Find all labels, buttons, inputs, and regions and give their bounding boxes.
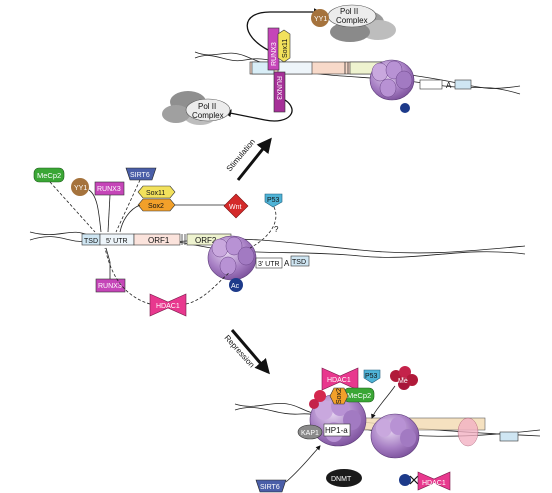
dnmt-oval (326, 469, 362, 487)
svg-text:Wnt: Wnt (229, 204, 242, 211)
utr3-box (255, 257, 283, 269)
a-label-top: A (446, 81, 452, 90)
sox11-hex-top (277, 29, 291, 63)
tsd-right-box (290, 255, 310, 267)
wnt-diamond-mid (223, 193, 249, 219)
svg-text:?: ? (274, 225, 279, 234)
svg-text:Pol II: Pol II (340, 7, 358, 16)
hdac1-bowtie-low (417, 471, 451, 491)
svg-text:Ac: Ac (231, 283, 240, 290)
runx3-tag-mid (94, 181, 125, 196)
runx3-tag-below (95, 278, 126, 293)
svg-text:Sox2: Sox2 (148, 203, 164, 210)
svg-text:RUNX3: RUNX3 (98, 283, 122, 290)
sirt6-tag-mid (125, 167, 157, 181)
middle-panel: TSD 5' UTR ORF1 ORF2 3' UTR A TSD MeCp2 … (29, 167, 526, 317)
pol-complex-right: Pol II Complex (327, 4, 396, 42)
top-panel: A RUNX3 Sox11 RUNX3 Pol II (162, 4, 521, 125)
ac-circle-mid (229, 278, 243, 292)
svg-text:Sox11: Sox11 (282, 39, 289, 58)
arrow-to-left-complex (223, 99, 293, 122)
svg-text:Pol II: Pol II (198, 102, 216, 111)
svg-text:ORF1: ORF1 (148, 236, 170, 245)
svg-text:YY1: YY1 (314, 16, 327, 23)
svg-text:P53: P53 (365, 373, 378, 380)
pol-complex-left: Pol II Complex (162, 91, 231, 125)
svg-text:YY1: YY1 (74, 185, 87, 192)
nucleosome-top (369, 59, 415, 113)
p53-tag-mid (264, 193, 283, 208)
svg-text:SIRT6: SIRT6 (260, 484, 280, 491)
svg-text:RUNX3: RUNX3 (97, 186, 121, 193)
hp1a-box (323, 423, 351, 437)
svg-text:A: A (284, 259, 290, 268)
p53-tag-bottom (363, 369, 381, 384)
sox11-hex-mid (137, 185, 176, 199)
nucleosome-bottom-right (370, 413, 420, 459)
runx3-flip-top (273, 71, 286, 113)
repression-arrow: Repression (223, 329, 270, 375)
mecp2-tag-mid (33, 167, 65, 183)
svg-text:5' UTR: 5' UTR (106, 238, 128, 245)
svg-text:Sox2: Sox2 (336, 388, 343, 404)
svg-text:TSD: TSD (84, 238, 98, 245)
bottom-panel: HDAC1 P53 MeCp2 Me Sox2 KAP1 HP1-a SIRT6… (234, 366, 541, 493)
svg-text:Complex: Complex (336, 16, 368, 25)
svg-text:HDAC1: HDAC1 (156, 303, 180, 310)
me-cluster-bottom: Me (390, 366, 418, 390)
svg-text:Me: Me (398, 378, 408, 385)
svg-text:MeCp2: MeCp2 (37, 171, 61, 180)
svg-text:Complex: Complex (192, 111, 224, 120)
svg-text:RUNX3: RUNX3 (271, 42, 278, 66)
svg-text:HP1-a: HP1-a (325, 426, 348, 435)
yy1-circle-top (311, 9, 329, 27)
sox2-hex-mid (137, 198, 176, 212)
svg-text:3' UTR: 3' UTR (258, 261, 280, 268)
svg-text:MeCp2: MeCp2 (347, 391, 371, 400)
svg-text:HDAC1: HDAC1 (422, 480, 446, 487)
stimulation-arrow: Stimulation (225, 137, 272, 181)
orf1-box (133, 233, 181, 246)
svg-text:SIRT6: SIRT6 (130, 172, 150, 179)
svg-text:HDAC1: HDAC1 (327, 377, 351, 384)
svg-text:DNMT: DNMT (331, 476, 352, 483)
yy1-circle-mid (71, 178, 89, 196)
svg-text:KAP1: KAP1 (301, 430, 319, 437)
nucleosome-mid (207, 235, 257, 281)
svg-text:Sox11: Sox11 (146, 190, 165, 197)
svg-text:TSD: TSD (292, 259, 306, 266)
svg-text:P53: P53 (267, 197, 280, 204)
kap1-oval (297, 424, 323, 440)
arrow-to-right-complex (246, 8, 322, 51)
svg-text:ORF2: ORF2 (195, 236, 217, 245)
sox2-hex-bottom (329, 387, 349, 405)
svg-text:RUNX3: RUNX3 (275, 76, 282, 100)
svg-text:Stimulation: Stimulation (225, 137, 257, 173)
hdac1-bowtie-mid (149, 293, 187, 317)
sirt6-tag-bottom (255, 479, 287, 493)
